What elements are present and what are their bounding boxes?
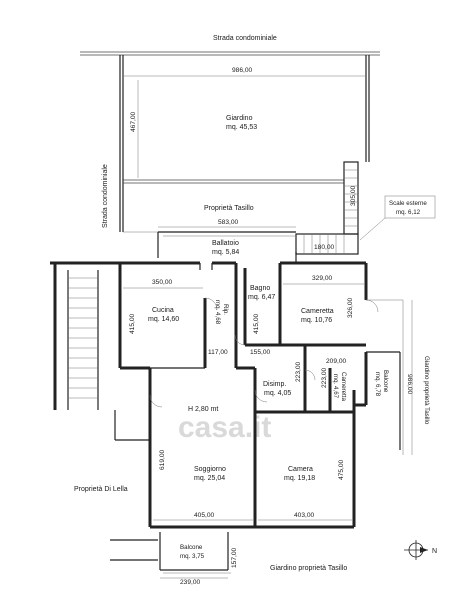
room-ballatoio-name: Ballatoio — [212, 240, 239, 247]
di-lella-building — [50, 261, 158, 561]
north-label: N — [432, 548, 437, 555]
room-bagno-area: mq. 6,47 — [248, 294, 275, 301]
room-balcone-bottom-name: Balcone — [180, 544, 203, 551]
proprieta-di-lella-label: Proprietà Di Lella — [74, 486, 128, 493]
street-left-label: Strada condominiale — [102, 164, 109, 228]
dim-619: 619,00 — [159, 449, 166, 470]
balcone-bottom-outline — [159, 532, 231, 574]
north-arrow-icon — [404, 540, 428, 560]
dim-467: 467,00 — [130, 111, 137, 132]
room-ballatoio-area: mq. 5,84 — [212, 249, 239, 256]
room-rip-area: mq. 4,68 — [214, 300, 221, 325]
room-scale-area: mq. 6,12 — [396, 209, 421, 216]
room-cucina-area: mq. 14,60 — [148, 316, 179, 323]
watermark-text: casa.it — [178, 411, 271, 444]
dim-157: 157,00 — [231, 547, 238, 568]
room-balcone-right-area: mq. 6,78 — [374, 372, 381, 397]
dim-223-b: 223,00 — [321, 367, 328, 388]
room-camera-area: mq. 19,18 — [284, 475, 315, 482]
room-cameretta2-area: mq. 4,67 — [332, 374, 339, 399]
dim-223-a: 223,00 — [295, 361, 302, 382]
giardino-bottom-label: Giardino proprietà Tasillo — [270, 565, 347, 572]
room-balcone-right-name: Balcone — [382, 370, 389, 393]
room-soggiorno-area: mq. 25,04 — [194, 475, 225, 482]
proprieta-tasillo-label: Proprietà Tasillo — [204, 205, 254, 212]
dim-209: 209,00 — [326, 358, 347, 365]
room-cameretta2-name: Cameretta — [340, 372, 347, 401]
dim-403: 403,00 — [294, 512, 315, 519]
room-disimpegno-area: mq. 4,05 — [264, 390, 291, 397]
dim-415-left: 415,00 — [129, 313, 136, 334]
ballatoio-outline — [157, 231, 296, 258]
dim-986: 986,00 — [232, 67, 253, 74]
internal-walls — [120, 252, 366, 527]
room-rip-name: Rip. — [222, 304, 229, 315]
dim-305: 305,00 — [350, 185, 357, 206]
room-camera-name: Camera — [288, 466, 313, 473]
room-balcone-bottom-area: mq. 3,75 — [180, 553, 205, 560]
room-giardino-area: mq. 45,53 — [226, 124, 257, 131]
dim-155: 155,00 — [250, 349, 271, 356]
dim-326: 326,00 — [347, 297, 354, 318]
street-top-label: Strada condominiale — [213, 35, 277, 42]
room-bagno-name: Bagno — [250, 285, 270, 292]
doors — [149, 297, 379, 408]
room-disimpegno-name: Disimp. — [263, 381, 286, 388]
dim-117: 117,00 — [208, 349, 228, 356]
garden-area — [119, 55, 370, 233]
dim-415-right: 415,00 — [253, 313, 260, 334]
room-cameretta1-area: mq. 10,76 — [301, 317, 332, 324]
dim-405: 405,00 — [194, 512, 215, 519]
dim-986-vertical: 986,00 — [406, 374, 413, 395]
dim-350: 350,00 — [152, 279, 173, 286]
dim-583: 583,00 — [218, 219, 239, 226]
dim-475: 475,00 — [338, 459, 345, 480]
external-stairs — [295, 161, 359, 255]
room-cucina-name: Cucina — [152, 307, 174, 314]
height-label: H 2,80 mt — [188, 406, 218, 413]
giardino-right-label: Giardino proprietà Tasillo — [423, 356, 430, 425]
dim-239: 239,00 — [180, 579, 201, 586]
room-cameretta1-name: Cameretta — [301, 308, 334, 315]
room-giardino-name: Giardino — [226, 115, 253, 122]
room-scale-name: Scale esterne — [389, 200, 427, 207]
balcone-right-outline — [366, 299, 404, 455]
dim-180: 180,00 — [314, 244, 335, 251]
room-soggiorno-name: Soggiorno — [194, 466, 226, 473]
dim-329: 329,00 — [312, 275, 333, 282]
